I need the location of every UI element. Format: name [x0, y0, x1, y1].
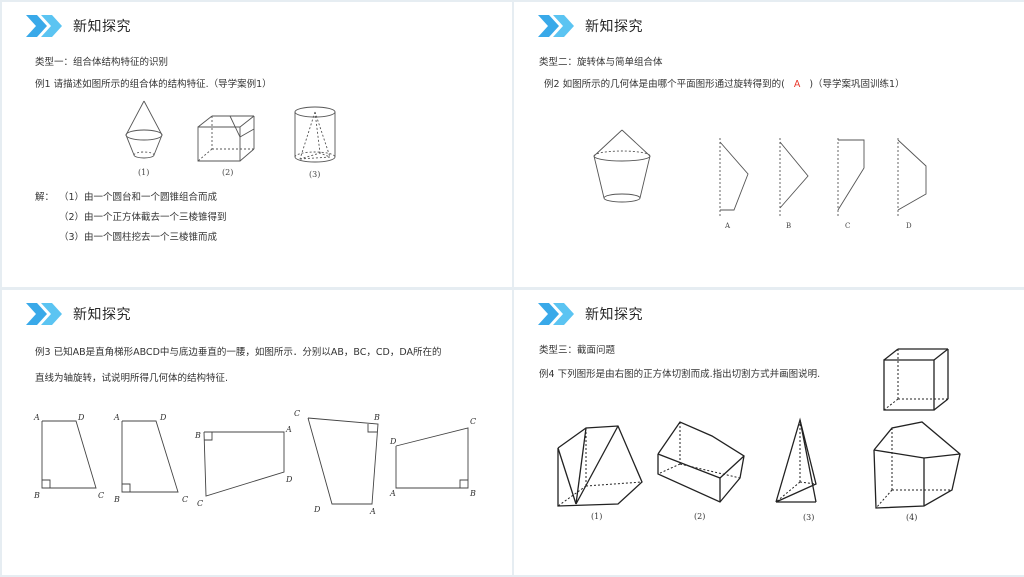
slide-header: 新知探究	[26, 303, 131, 325]
example-before: 例2 如图所示的几何体是由哪个平面图形通过旋转得到的(	[544, 79, 785, 90]
slide-4[interactable]: 新知探究 类型三：截面问题 例4 下列图形是由右图的正方体切割而成.指出切割方式…	[514, 290, 1024, 575]
answer-2: （2）由一个正方体截去一个三棱锥得到	[59, 212, 227, 223]
frustum-cone-solid	[125, 100, 163, 159]
option-label-d: D	[906, 222, 912, 230]
answer-mark: A	[793, 79, 801, 90]
trapezoid-4	[307, 417, 379, 505]
trapezoid-1	[41, 420, 97, 489]
option-a-shape	[719, 138, 749, 216]
vertex-label: B	[194, 431, 201, 440]
answer-1: （1）由一个圆台和一个圆锥组合而成	[59, 192, 218, 203]
slide-header: 新知探究	[538, 15, 643, 37]
vertex-label: D	[389, 437, 397, 446]
vertex-label: C	[294, 409, 300, 418]
rotation-options-figure: A B C D	[593, 129, 927, 230]
vertex-label: A	[389, 489, 396, 498]
cut-cube-1	[557, 425, 643, 507]
trapezoid-2	[121, 420, 179, 493]
double-chevron-icon	[538, 303, 574, 325]
vertex-label: D	[77, 413, 85, 422]
fig-label-1: (1)	[138, 168, 149, 177]
trapezoid-5	[395, 427, 469, 489]
vertex-label: A	[113, 413, 120, 422]
vertex-label: A	[369, 507, 376, 516]
answer-3: （3）由一个圆柱挖去一个三棱锥而成	[59, 232, 218, 243]
cut-cube-2	[657, 421, 745, 503]
example-line-1: 例3 已知AB是直角梯形ABCD中与底边垂直的一腰，如图所示．分别以AB，BC，…	[35, 347, 442, 358]
fig-label-4: (4)	[906, 513, 917, 522]
vertex-label: B	[469, 489, 476, 498]
reference-cube	[883, 348, 949, 411]
vertex-label: B	[113, 495, 120, 504]
example-line-2: 直线为轴旋转，试说明所得几何体的结构特征.	[35, 373, 229, 384]
vertex-label: B	[33, 491, 40, 500]
vertex-label: A	[33, 413, 40, 422]
fig-label-3: (3)	[803, 513, 814, 522]
option-d-shape	[897, 138, 927, 216]
option-label-a: A	[724, 222, 731, 230]
option-b-shape	[779, 138, 809, 216]
combined-solids-figure: (1) (2)	[125, 100, 336, 179]
cut-cube-solid	[197, 115, 255, 162]
slide-title: 新知探究	[73, 307, 131, 323]
type-label: 类型三：截面问题	[539, 345, 616, 356]
option-label-b: B	[786, 222, 791, 230]
fig-label-2: (2)	[222, 168, 233, 177]
answer-prefix: 解：	[35, 192, 55, 203]
cut-cubes-figure: (1) (2) (3) (4)	[557, 417, 961, 522]
vertex-label: D	[285, 475, 293, 484]
vertex-label: A	[285, 425, 292, 434]
cylinder-pyramid-solid	[294, 106, 336, 163]
example-text: 例1 请描述如图所示的组合体的结构特征.（导学案例1）	[35, 79, 272, 90]
vertex-label: C	[470, 417, 476, 426]
vertex-label: C	[182, 495, 188, 504]
double-chevron-icon	[26, 303, 62, 325]
trapezoid-figures: A D B C A D B C B A D C C B D A D C A B	[33, 409, 476, 516]
cut-cube-3	[775, 417, 817, 503]
vertex-label: D	[159, 413, 167, 422]
fig-label-1: (1)	[591, 512, 602, 521]
double-chevron-icon	[538, 15, 574, 37]
fig-label-2: (2)	[694, 512, 705, 521]
vertex-label: B	[373, 413, 380, 422]
rotation-solid	[593, 129, 651, 203]
option-c-shape	[837, 138, 865, 216]
vertex-label: C	[197, 499, 203, 508]
fig-label-3: (3)	[309, 170, 320, 179]
double-chevron-icon	[26, 15, 62, 37]
slide-1[interactable]: 新知探究 类型一：组合体结构特征的识别 例1 请描述如图所示的组合体的结构特征.…	[2, 2, 512, 287]
type-label: 类型二：旋转体与简单组合体	[539, 57, 663, 68]
slide-title: 新知探究	[585, 19, 643, 35]
slide-title: 新知探究	[73, 19, 131, 35]
trapezoid-3	[203, 431, 285, 497]
option-label-c: C	[845, 222, 850, 230]
slide-header: 新知探究	[538, 303, 643, 325]
slide-2[interactable]: 新知探究 类型二：旋转体与简单组合体 例2 如图所示的几何体是由哪个平面图形通过…	[514, 2, 1024, 287]
slide-header: 新知探究	[26, 15, 131, 37]
slide-3[interactable]: 新知探究 例3 已知AB是直角梯形ABCD中与底边垂直的一腰，如图所示．分别以A…	[2, 290, 512, 575]
example-text: 例2 如图所示的几何体是由哪个平面图形通过旋转得到的( A )（导学案巩固训练1…	[544, 76, 905, 90]
vertex-label: D	[313, 505, 321, 514]
cut-cube-4	[873, 421, 961, 509]
slide-title: 新知探究	[585, 307, 643, 323]
type-label: 类型一：组合体结构特征的识别	[35, 57, 169, 68]
example-after: )（导学案巩固训练1）	[809, 79, 905, 90]
example-text: 例4 下列图形是由右图的正方体切割而成.指出切割方式并画图说明.	[539, 369, 821, 380]
vertex-label: C	[98, 491, 104, 500]
